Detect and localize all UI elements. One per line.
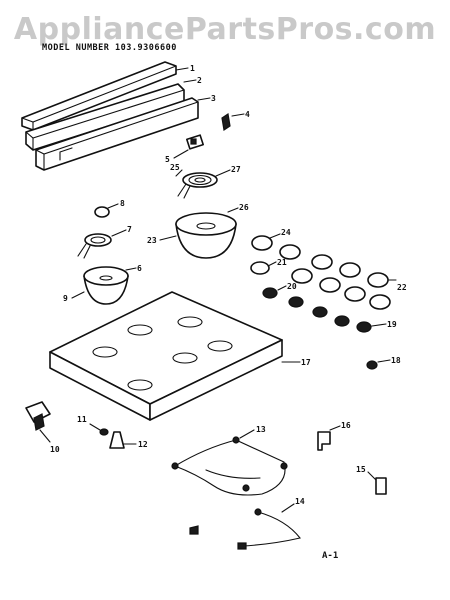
callout-25: 25	[170, 163, 183, 177]
callout-3: 3	[197, 94, 216, 103]
callout-18: 18	[377, 356, 401, 365]
callout-label: 24	[281, 228, 291, 237]
part-terminal	[189, 525, 199, 535]
callout-label: 8	[120, 199, 125, 208]
callout-6: 6	[125, 264, 142, 273]
callout-label: 15	[356, 465, 366, 474]
callout-label: 22	[397, 283, 407, 292]
callout-27: 27	[215, 165, 241, 177]
callout-label: 14	[295, 497, 305, 506]
sheet-label: A-1	[322, 551, 339, 561]
callout-16: 16	[329, 421, 351, 431]
part-clip	[221, 112, 231, 132]
callout-label: 13	[256, 425, 266, 434]
callout-22: 22	[387, 279, 407, 292]
callout-label: 6	[137, 264, 142, 273]
callout-4: 4	[231, 110, 250, 119]
part-switch	[185, 134, 205, 150]
callout-label: 19	[387, 320, 397, 329]
part-small-drip-pan	[83, 266, 129, 305]
callout-label: 26	[239, 203, 249, 212]
callout-label: 21	[277, 258, 287, 267]
callout-24: 24	[269, 228, 291, 239]
callout-13: 13	[239, 425, 266, 439]
callout-label: 20	[287, 282, 297, 291]
callout-label: 1	[190, 64, 195, 73]
callout-2: 2	[183, 76, 202, 85]
callout-9: 9	[63, 291, 85, 303]
part-large-surface-element	[177, 172, 218, 199]
callout-label: 17	[301, 358, 311, 367]
callout-label: 10	[50, 445, 60, 454]
part-large-drip-pan	[175, 212, 237, 259]
part-wire-lead	[237, 508, 301, 550]
callout-label: 5	[165, 155, 170, 164]
part-main-top	[49, 291, 283, 421]
callout-label: 9	[63, 294, 68, 303]
part-insert	[94, 206, 110, 218]
callout-label: 18	[391, 356, 401, 365]
callout-11: 11	[77, 415, 101, 431]
part-screw	[99, 428, 109, 436]
callout-1: 1	[175, 64, 195, 73]
callout-label: 11	[77, 415, 87, 424]
callout-21: 21	[267, 258, 287, 267]
callout-label: 16	[341, 421, 351, 430]
callout-label: 12	[138, 440, 148, 449]
callout-26: 26	[227, 203, 249, 213]
callout-8: 8	[107, 199, 125, 209]
callout-label: 4	[245, 110, 250, 119]
callout-label: 3	[211, 94, 216, 103]
callout-label: 2	[197, 76, 202, 85]
callout-label: 23	[147, 236, 157, 245]
callout-label: 25	[170, 163, 180, 172]
callout-12: 12	[123, 440, 148, 449]
callout-15: 15	[356, 465, 377, 481]
callout-23: 23	[147, 235, 177, 245]
part-leveling-leg	[109, 431, 125, 449]
part-wire-harness	[171, 436, 288, 496]
callout-label: 7	[127, 225, 132, 234]
part-latch-bracket	[317, 431, 331, 451]
model-number-label: MODEL NUMBER 103.9306600	[42, 43, 177, 53]
callout-10: 10	[39, 429, 60, 454]
callout-19: 19	[371, 320, 397, 329]
callout-20: 20	[277, 282, 297, 291]
callout-17: 17	[281, 358, 311, 367]
callout-label: 27	[231, 165, 241, 174]
part-backguard-trim	[21, 61, 177, 131]
callout-7: 7	[111, 225, 132, 237]
callout-5: 5	[165, 149, 189, 164]
callout-14: 14	[281, 497, 305, 513]
part-hinge-bracket	[25, 401, 51, 431]
part-backguard-channel	[35, 97, 199, 171]
part-retaining-clip	[375, 477, 387, 495]
part-small-surface-element	[77, 233, 112, 259]
watermark: AppliancePartsPros.com	[13, 12, 437, 47]
part-knob-bezels	[262, 287, 372, 333]
part-indicator-light	[366, 360, 378, 370]
part-control-knobs	[250, 235, 391, 310]
